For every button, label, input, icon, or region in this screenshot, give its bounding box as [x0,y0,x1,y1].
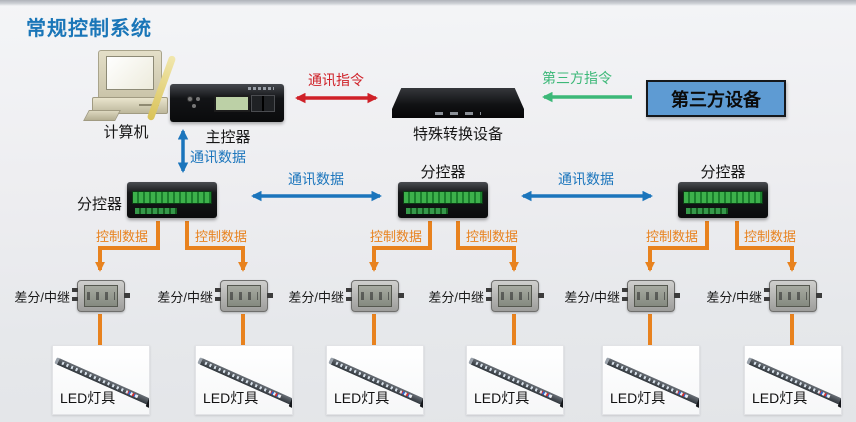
device-buttons [188,97,192,101]
terminal-strip [135,208,177,214]
terminal-strip [403,191,483,204]
sub-controller-label-3: 分控器 [700,164,746,181]
control-data-elbow-5 [645,221,709,272]
terminal-strip [132,191,212,204]
computer-keyboard [83,110,121,121]
special-converter-device [392,88,524,118]
terminal-strip [406,208,448,214]
control-data-elbow-4 [456,221,519,272]
device-lcd [214,95,250,112]
master-controller-label: 主控器 [205,129,251,146]
terminal-strip [686,208,728,214]
control-data-elbow-1 [95,221,160,272]
device-print [248,87,274,90]
special-converter-label: 特殊转换设备 [412,126,503,143]
comm-command-label: 通讯指令 [308,72,364,88]
master-controller-device [170,84,284,122]
sub-controller-label-1: 分控器 [76,196,122,213]
sub-controller-device-3 [678,182,768,218]
control-data-elbow-2 [185,221,248,272]
computer-screen [106,56,154,90]
third-party-command-label: 第三方指令 [542,70,612,86]
terminal-strip [683,191,763,204]
control-data-elbow-6 [735,221,797,272]
control-data-elbow-3 [369,221,432,272]
comm-data-vertical-label: 通讯数据 [190,149,246,165]
device-ports [251,95,275,112]
comm-data-label-2: 通讯数据 [558,171,614,187]
sub-controller-label-2: 分控器 [420,164,466,181]
sub-controller-device-2 [398,182,488,218]
third-party-device-box: 第三方设备 [646,80,786,117]
computer-monitor [98,50,162,100]
comm-data-label-1: 通讯数据 [288,171,344,187]
page-title: 常规控制系统 [26,18,152,40]
computer-label: 计算机 [103,124,149,141]
sub-controller-device-1 [127,182,217,218]
